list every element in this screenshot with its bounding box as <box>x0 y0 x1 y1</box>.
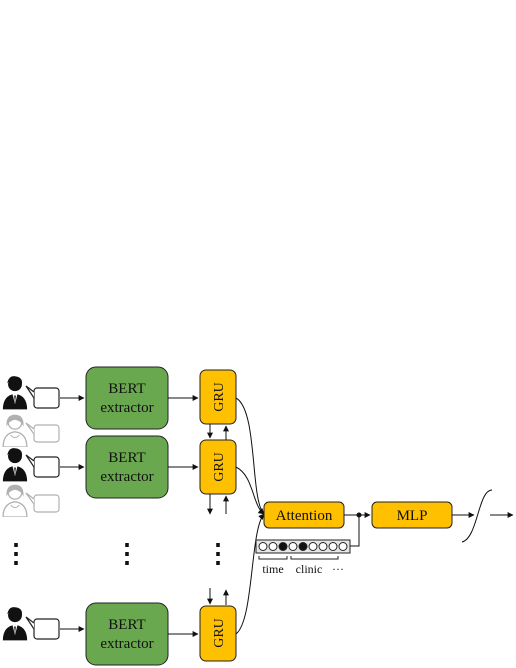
arrow-gru1-attention <box>235 397 265 515</box>
speech-bubble-icon <box>25 385 60 409</box>
speech-bubble-icon <box>25 616 60 640</box>
bert-label-line1: BERT <box>108 617 145 633</box>
feature-vector: time clinic ··· <box>255 539 351 576</box>
person-icon <box>2 484 28 517</box>
ellipsis-gru: ⋮ <box>205 539 231 568</box>
speaker-row-2b <box>2 484 60 517</box>
attention-block: Attention <box>263 501 345 529</box>
mlp-block: MLP <box>371 501 453 529</box>
person-icon <box>2 607 28 641</box>
ellipsis-bert: ⋮ <box>114 539 140 568</box>
clinic-label: clinic <box>296 562 323 576</box>
ellipsis-speakers: ⋮ <box>3 539 29 568</box>
bert-extractor-3: BERT extractor <box>85 602 169 666</box>
person-icon <box>2 414 28 447</box>
bert-label-line2: extractor <box>100 400 153 416</box>
speech-bubble-icon <box>25 422 60 443</box>
arrow-gru2-attention <box>235 466 265 515</box>
time-bracket <box>258 556 288 560</box>
bert-extractor-2: BERT extractor <box>85 435 169 499</box>
bert-label-line1: BERT <box>108 381 145 397</box>
speaker-row-1 <box>2 376 60 410</box>
gru-cell-3: GRU <box>199 605 237 662</box>
gru-label: GRU <box>212 382 227 412</box>
feature-connector <box>350 517 360 547</box>
speech-bubble-icon <box>25 454 60 478</box>
bert-label-line2: extractor <box>100 636 153 652</box>
time-label: time <box>262 562 283 576</box>
speaker-row-3 <box>2 607 60 641</box>
gru-cell-2: GRU <box>199 439 237 495</box>
speaker-row-2 <box>2 448 60 482</box>
bert-extractor-1: BERT extractor <box>85 366 169 430</box>
mlp-label: MLP <box>397 508 428 524</box>
gru-cell-1: GRU <box>199 369 237 425</box>
attention-label: Attention <box>276 508 333 524</box>
gru-label: GRU <box>212 452 227 482</box>
junction-dot <box>356 512 362 518</box>
speaker-row-1b <box>2 414 60 447</box>
more-label: ··· <box>332 562 344 576</box>
sigmoid-curve-icon <box>461 489 493 543</box>
clinic-bracket <box>290 556 339 560</box>
gru-label: GRU <box>212 618 227 648</box>
bert-label-line2: extractor <box>100 469 153 485</box>
person-icon <box>2 376 28 410</box>
arrow-gru3-attention <box>235 513 265 635</box>
speech-bubble-icon <box>25 492 60 513</box>
bert-label-line1: BERT <box>108 450 145 466</box>
person-icon <box>2 448 28 482</box>
